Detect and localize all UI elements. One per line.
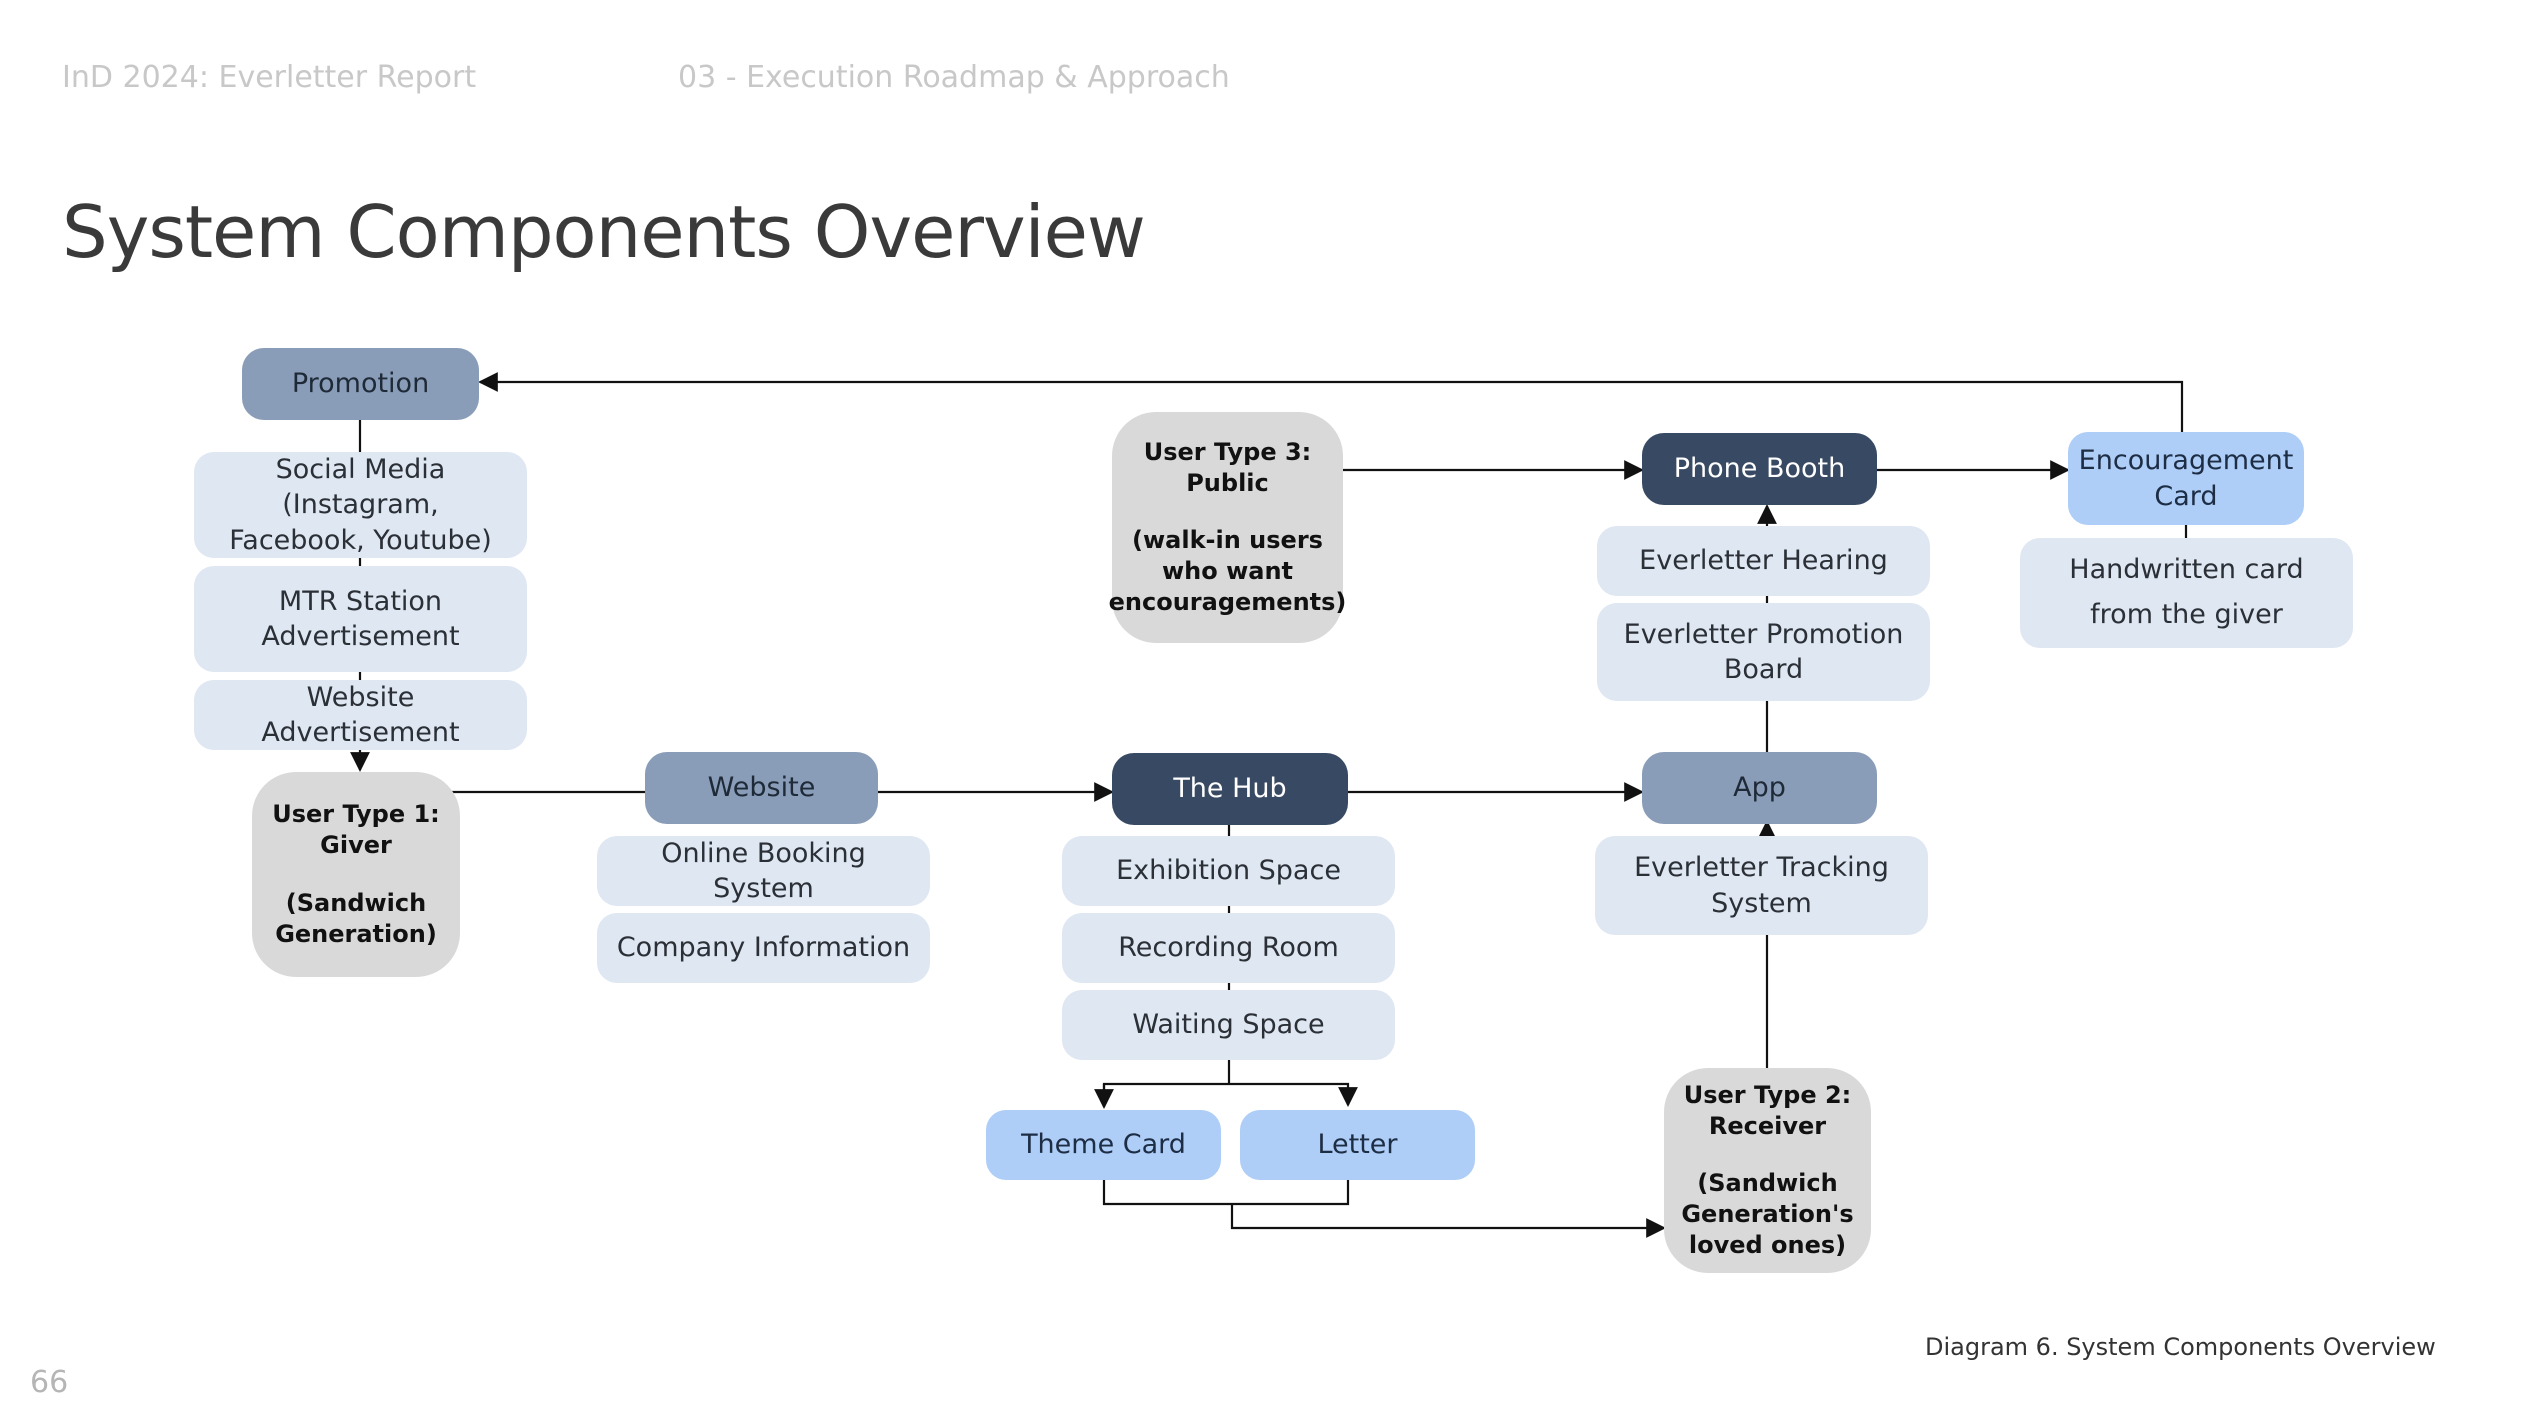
social-media-label: Social Media (Instagram, Facebook, Youtu… [229, 454, 492, 556]
phone-booth-label: Phone Booth [1673, 453, 1846, 485]
company-information-node: Company Information [597, 913, 930, 983]
user3-description: (walk-in users who want encouragements) [1108, 525, 1347, 617]
promo-board-label: Everletter Promotion Board [1623, 618, 1904, 685]
letter-label: Letter [1317, 1129, 1398, 1161]
waiting-space-node: Waiting Space [1062, 990, 1395, 1060]
promotion-node: Promotion [242, 348, 479, 420]
user2-heading: User Type 2: Receiver [1683, 1080, 1852, 1140]
exhibition-space-node: Exhibition Space [1062, 836, 1395, 906]
user1-heading: User Type 1: Giver [272, 800, 440, 860]
mtr-label: MTR Station Advertisement [261, 585, 460, 652]
booking-label: Online Booking System [661, 837, 866, 904]
app-node: App [1642, 752, 1877, 824]
user-type-public-node: User Type 3: Public (walk-in users who w… [1109, 412, 1346, 643]
page-title: System Components Overview [62, 190, 1146, 274]
edge-card-promotion [478, 372, 2184, 432]
phone-booth-node: Phone Booth [1642, 433, 1877, 505]
website-ad-label: Website Advertisement [261, 681, 460, 748]
hearing-label: Everletter Hearing [1639, 545, 1888, 577]
recording-label: Recording Room [1118, 932, 1339, 964]
edge-cards-receiver [1102, 1180, 1350, 1206]
edge-split-cards [1102, 1082, 1358, 1107]
letter-node: Letter [1240, 1110, 1475, 1180]
handwritten-label: Handwritten card from the giver [2069, 554, 2304, 630]
page-number: 66 [30, 1365, 69, 1400]
website-label: Website [707, 772, 816, 804]
encouragement-label: Encouragement Card [2078, 445, 2294, 512]
everletter-hearing-node: Everletter Hearing [1597, 526, 1930, 596]
hub-label: The Hub [1173, 773, 1287, 805]
app-label: App [1733, 772, 1786, 804]
theme-card-node: Theme Card [986, 1110, 1221, 1180]
user-type-giver-node: User Type 1: Giver (Sandwich Generation) [252, 772, 460, 977]
exhibition-label: Exhibition Space [1116, 855, 1341, 887]
waiting-label: Waiting Space [1132, 1009, 1325, 1041]
the-hub-node: The Hub [1112, 753, 1348, 825]
everletter-promotion-board-node: Everletter Promotion Board [1597, 603, 1930, 701]
diagram-caption: Diagram 6. System Components Overview [1925, 1333, 2436, 1361]
report-title: InD 2024: Everletter Report [62, 60, 477, 95]
mtr-advertisement-node: MTR Station Advertisement [194, 566, 527, 672]
encouragement-card-node: Encouragement Card [2068, 432, 2304, 525]
website-advertisement-node: Website Advertisement [194, 680, 527, 750]
social-media-node: Social Media (Instagram, Facebook, Youtu… [194, 452, 527, 558]
user3-heading: User Type 3: Public [1143, 437, 1312, 497]
recording-room-node: Recording Room [1062, 913, 1395, 983]
theme-card-label: Theme Card [1021, 1129, 1186, 1161]
promotion-label: Promotion [291, 368, 430, 400]
website-node: Website [645, 752, 878, 824]
user1-description: (Sandwich Generation) [275, 888, 437, 948]
user-type-receiver-node: User Type 2: Receiver (Sandwich Generati… [1664, 1068, 1871, 1273]
online-booking-node: Online Booking System [597, 836, 930, 906]
user2-description: (Sandwich Generation's loved ones) [1681, 1168, 1854, 1260]
company-label: Company Information [616, 932, 911, 964]
section-title: 03 - Execution Roadmap & Approach [678, 60, 1230, 95]
everletter-tracking-node: Everletter Tracking System [1595, 836, 1928, 935]
tracking-label: Everletter Tracking System [1634, 852, 1889, 919]
handwritten-card-node: Handwritten card from the giver [2020, 538, 2353, 648]
